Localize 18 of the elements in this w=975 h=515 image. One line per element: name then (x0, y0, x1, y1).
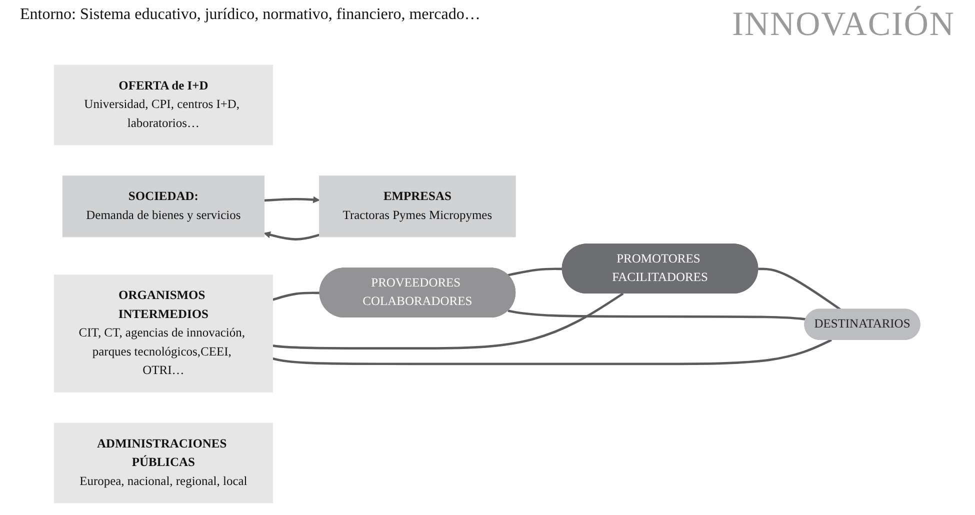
text-box: ADMINISTRACIONES PÚBLICAS Europea, nacional, regional, local (54, 422, 274, 503)
arrow (264, 230, 320, 240)
connector (272, 292, 624, 349)
connector (272, 291, 320, 300)
connector (508, 267, 564, 276)
arrow (264, 196, 320, 203)
text-box: PROVEEDORES COLABORADORES (320, 267, 516, 318)
text-box: PROMOTORES FACILITADORES (562, 243, 759, 294)
text-box: SOCIEDAD: Demanda de bienes y servicios (62, 175, 265, 237)
connector (272, 338, 832, 365)
text-box: ORGANISMOS INTERMEDIOS CIT, CT, agencias de innovación, parques tecnológicos,CEEI, OTRI… (54, 274, 274, 392)
note-text: Entorno: Sistema educativo, jurídico, normativo, financiero, mercado… (20, 6, 480, 24)
connector (508, 309, 807, 320)
heading-text: INNOVACIÓN (732, 6, 955, 44)
text-box: DESTINATARIOS (804, 308, 921, 340)
connector (758, 267, 842, 310)
text-box: EMPRESAS Tractoras Pymes Micropymes (319, 175, 516, 237)
text-box: OFERTA de I+D Universidad, CPI, centros I+D, laboratorios… (54, 64, 274, 145)
